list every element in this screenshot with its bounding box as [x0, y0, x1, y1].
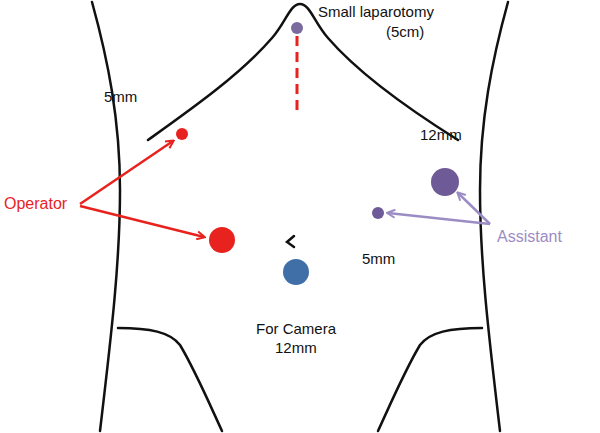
torso-left-side — [92, 2, 120, 431]
port-label: Small laparotomy — [318, 3, 434, 21]
costal-margin — [148, 4, 458, 140]
groin-left — [118, 328, 222, 431]
torso-right-side — [480, 2, 508, 431]
dimension-label: 12mm — [275, 339, 317, 357]
operator-port-12mm — [209, 227, 235, 253]
dimension-label: 5mm — [104, 88, 137, 106]
camera-port — [283, 259, 309, 285]
role-label: Assistant — [497, 228, 562, 246]
laparotomy-port — [291, 22, 303, 34]
dimension-label: 12mm — [420, 126, 462, 144]
operator-port-5mm — [176, 128, 188, 140]
operator-arrow — [80, 206, 204, 237]
assistant-arrow — [388, 213, 490, 224]
assistant-port-12mm — [431, 168, 459, 196]
assistant-port-5mm — [372, 207, 384, 219]
groin-right — [378, 328, 482, 431]
umbilicus-mark — [287, 236, 294, 247]
port-label: For Camera — [256, 320, 336, 338]
dimension-label: (5cm) — [386, 23, 424, 41]
dimension-label: 5mm — [362, 250, 395, 268]
assistant-arrow — [458, 193, 490, 224]
laparotomy-incision — [296, 36, 299, 112]
role-label: Operator — [4, 195, 67, 213]
operator-arrow — [80, 141, 173, 204]
